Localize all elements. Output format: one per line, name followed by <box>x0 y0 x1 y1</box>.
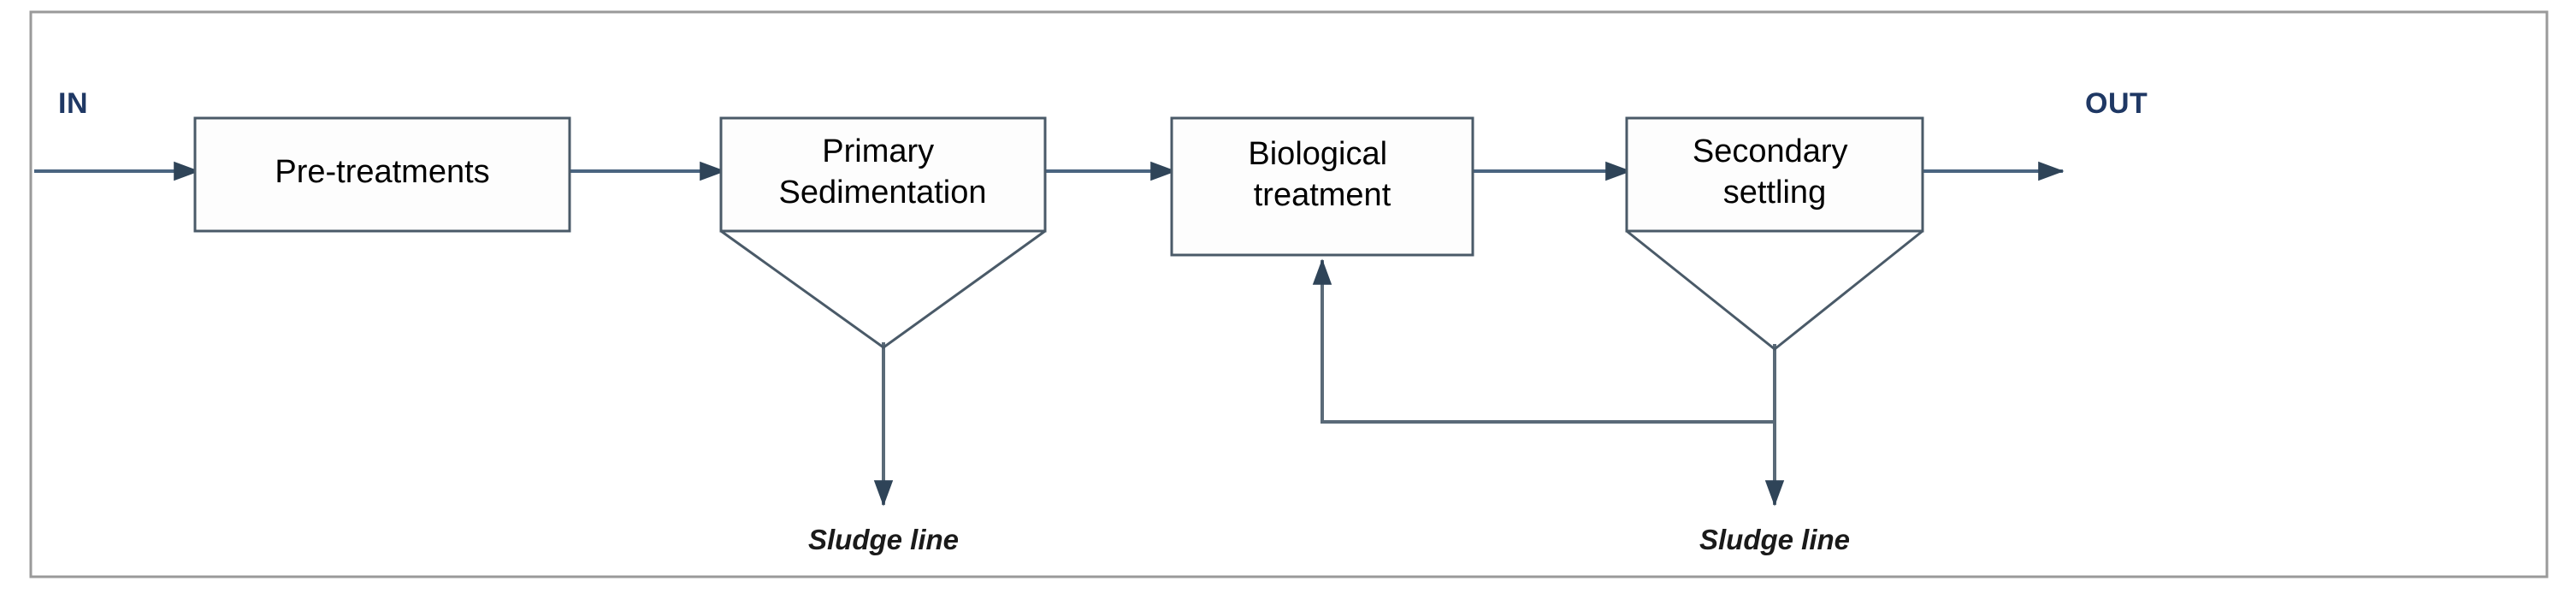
primary-sedimentation-box[interactable] <box>719 116 1047 233</box>
primary-sedimentation-label: Primary Sedimentation <box>779 133 987 211</box>
biological-treatment-label: Biological treatment <box>1248 136 1396 213</box>
sludge-line-label-secondary: Sludge line <box>1699 524 1850 555</box>
pre-treatments-label: Pre-treatments <box>275 154 489 190</box>
pre-treatments-box[interactable] <box>193 116 571 233</box>
diagram-frame <box>29 10 2549 578</box>
secondary-settling-box[interactable] <box>1625 116 1924 233</box>
secondary-settling-hopper-icon <box>1626 229 1923 351</box>
outlet-label: OUT <box>2085 87 2148 120</box>
unit-biological-treatment[interactable]: Biological treatment <box>1170 116 1474 257</box>
unit-primary-sedimentation[interactable]: Primary Sedimentation <box>719 116 1047 349</box>
secondary-settling-label: Secondary settling <box>1693 133 1857 211</box>
biological-treatment-box[interactable] <box>1170 116 1474 257</box>
unit-pre-treatments[interactable]: Pre-treatments <box>193 116 571 233</box>
primary-sedimentation-hopper-icon <box>720 229 1046 349</box>
inlet-label: IN <box>58 87 88 120</box>
unit-secondary-settling[interactable]: Secondary settling <box>1625 116 1924 351</box>
sludge-line-label-primary: Sludge line <box>808 524 959 555</box>
recycle-connector <box>1312 258 1776 424</box>
return-activated-sludge-path <box>1312 258 1776 424</box>
